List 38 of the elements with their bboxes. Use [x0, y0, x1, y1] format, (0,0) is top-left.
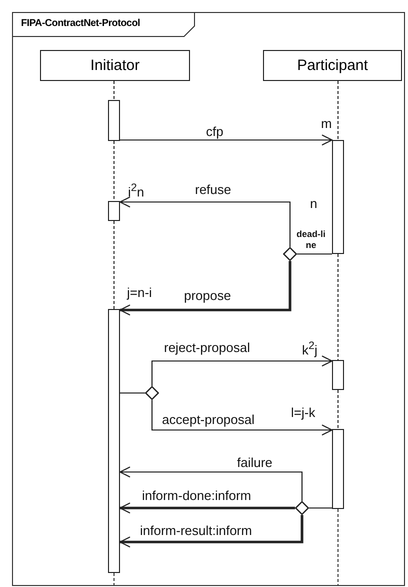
message-arrow: [120, 134, 333, 146]
multiplicity-label: j=n-i: [127, 285, 152, 300]
message-label: refuse: [194, 182, 232, 197]
message-label: cfp: [205, 124, 224, 139]
multiplicity-label: l=j-k: [291, 405, 316, 420]
deadline-label: dead-line: [295, 229, 326, 251]
decision-diamond: [283, 247, 297, 261]
activation-bar: [332, 360, 344, 390]
message-label: inform-done:inform: [141, 488, 252, 503]
message-arrow: [119, 196, 291, 247]
multiplicity-label: n: [310, 196, 318, 211]
message-label: accept-proposal: [161, 412, 256, 427]
frame: [12, 12, 405, 586]
lifeline-header: Participant: [263, 50, 402, 81]
message-label: reject-proposal: [163, 340, 251, 355]
activation-bar: [108, 309, 120, 573]
lifeline-header: Initiator: [40, 50, 190, 81]
activation-bar: [332, 140, 344, 254]
activation-bar: [108, 201, 120, 221]
activation-bar: [108, 100, 120, 141]
message-arrow: [119, 466, 303, 501]
decision-diamond: [295, 501, 309, 515]
connector-line: [309, 507, 332, 509]
multiplicity-label: k$^{2}$j: [302, 339, 318, 358]
frame-title: FIPA-ContractNet-Protocol: [21, 18, 140, 29]
multiplicity-label: i$^{2}$n: [128, 181, 144, 200]
message-arrow: [119, 515, 304, 548]
message-arrow: [119, 502, 295, 514]
message-label: failure: [236, 455, 274, 470]
connector-line: [120, 392, 145, 394]
activation-bar: [332, 429, 344, 509]
connector-line: [297, 253, 332, 255]
message-arrow: [151, 400, 333, 436]
message-arrow: [119, 261, 292, 316]
message-label: inform-result:inform: [139, 523, 253, 538]
message-arrow: [151, 355, 333, 386]
multiplicity-label: m: [321, 116, 332, 131]
decision-diamond: [145, 386, 159, 400]
